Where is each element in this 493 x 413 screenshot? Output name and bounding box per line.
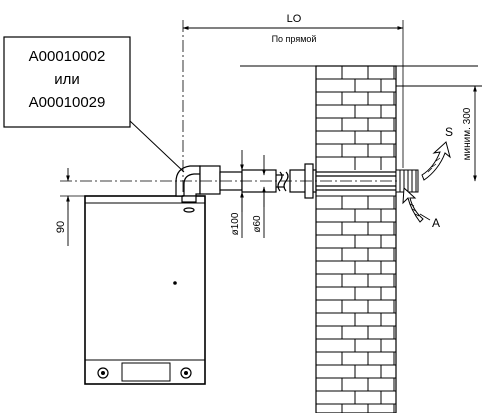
exhaust-arrow-icon [421, 141, 451, 181]
inner-diameter-label: ø60 [252, 215, 263, 233]
brick-wall [240, 65, 478, 413]
boiler-indicator-dot [173, 281, 177, 285]
callout-line-3: A00010029 [29, 94, 106, 111]
boiler-unit [84, 195, 206, 385]
length-label: LO [287, 13, 302, 25]
center-lines [60, 20, 404, 200]
terminal-grille [395, 169, 419, 193]
outer-diameter-label: ø100 [230, 212, 241, 235]
length-note: По прямой [272, 34, 317, 44]
brick-courses [316, 66, 396, 413]
callout-line-2: или [54, 71, 80, 88]
dimension-diameters [240, 150, 266, 238]
height-label: 90 [55, 221, 67, 233]
dimension-clearance [418, 85, 482, 182]
callout-line-1: A00010002 [29, 48, 106, 65]
boiler-left-knob [97, 367, 109, 379]
part-number-callout [3, 36, 185, 173]
exhaust-label: S [445, 125, 453, 139]
clearance-label: миним. 300 [462, 107, 473, 160]
intake-label: A [432, 216, 440, 230]
intake-arrow-icon [402, 186, 424, 223]
boiler-right-knob [180, 367, 192, 379]
